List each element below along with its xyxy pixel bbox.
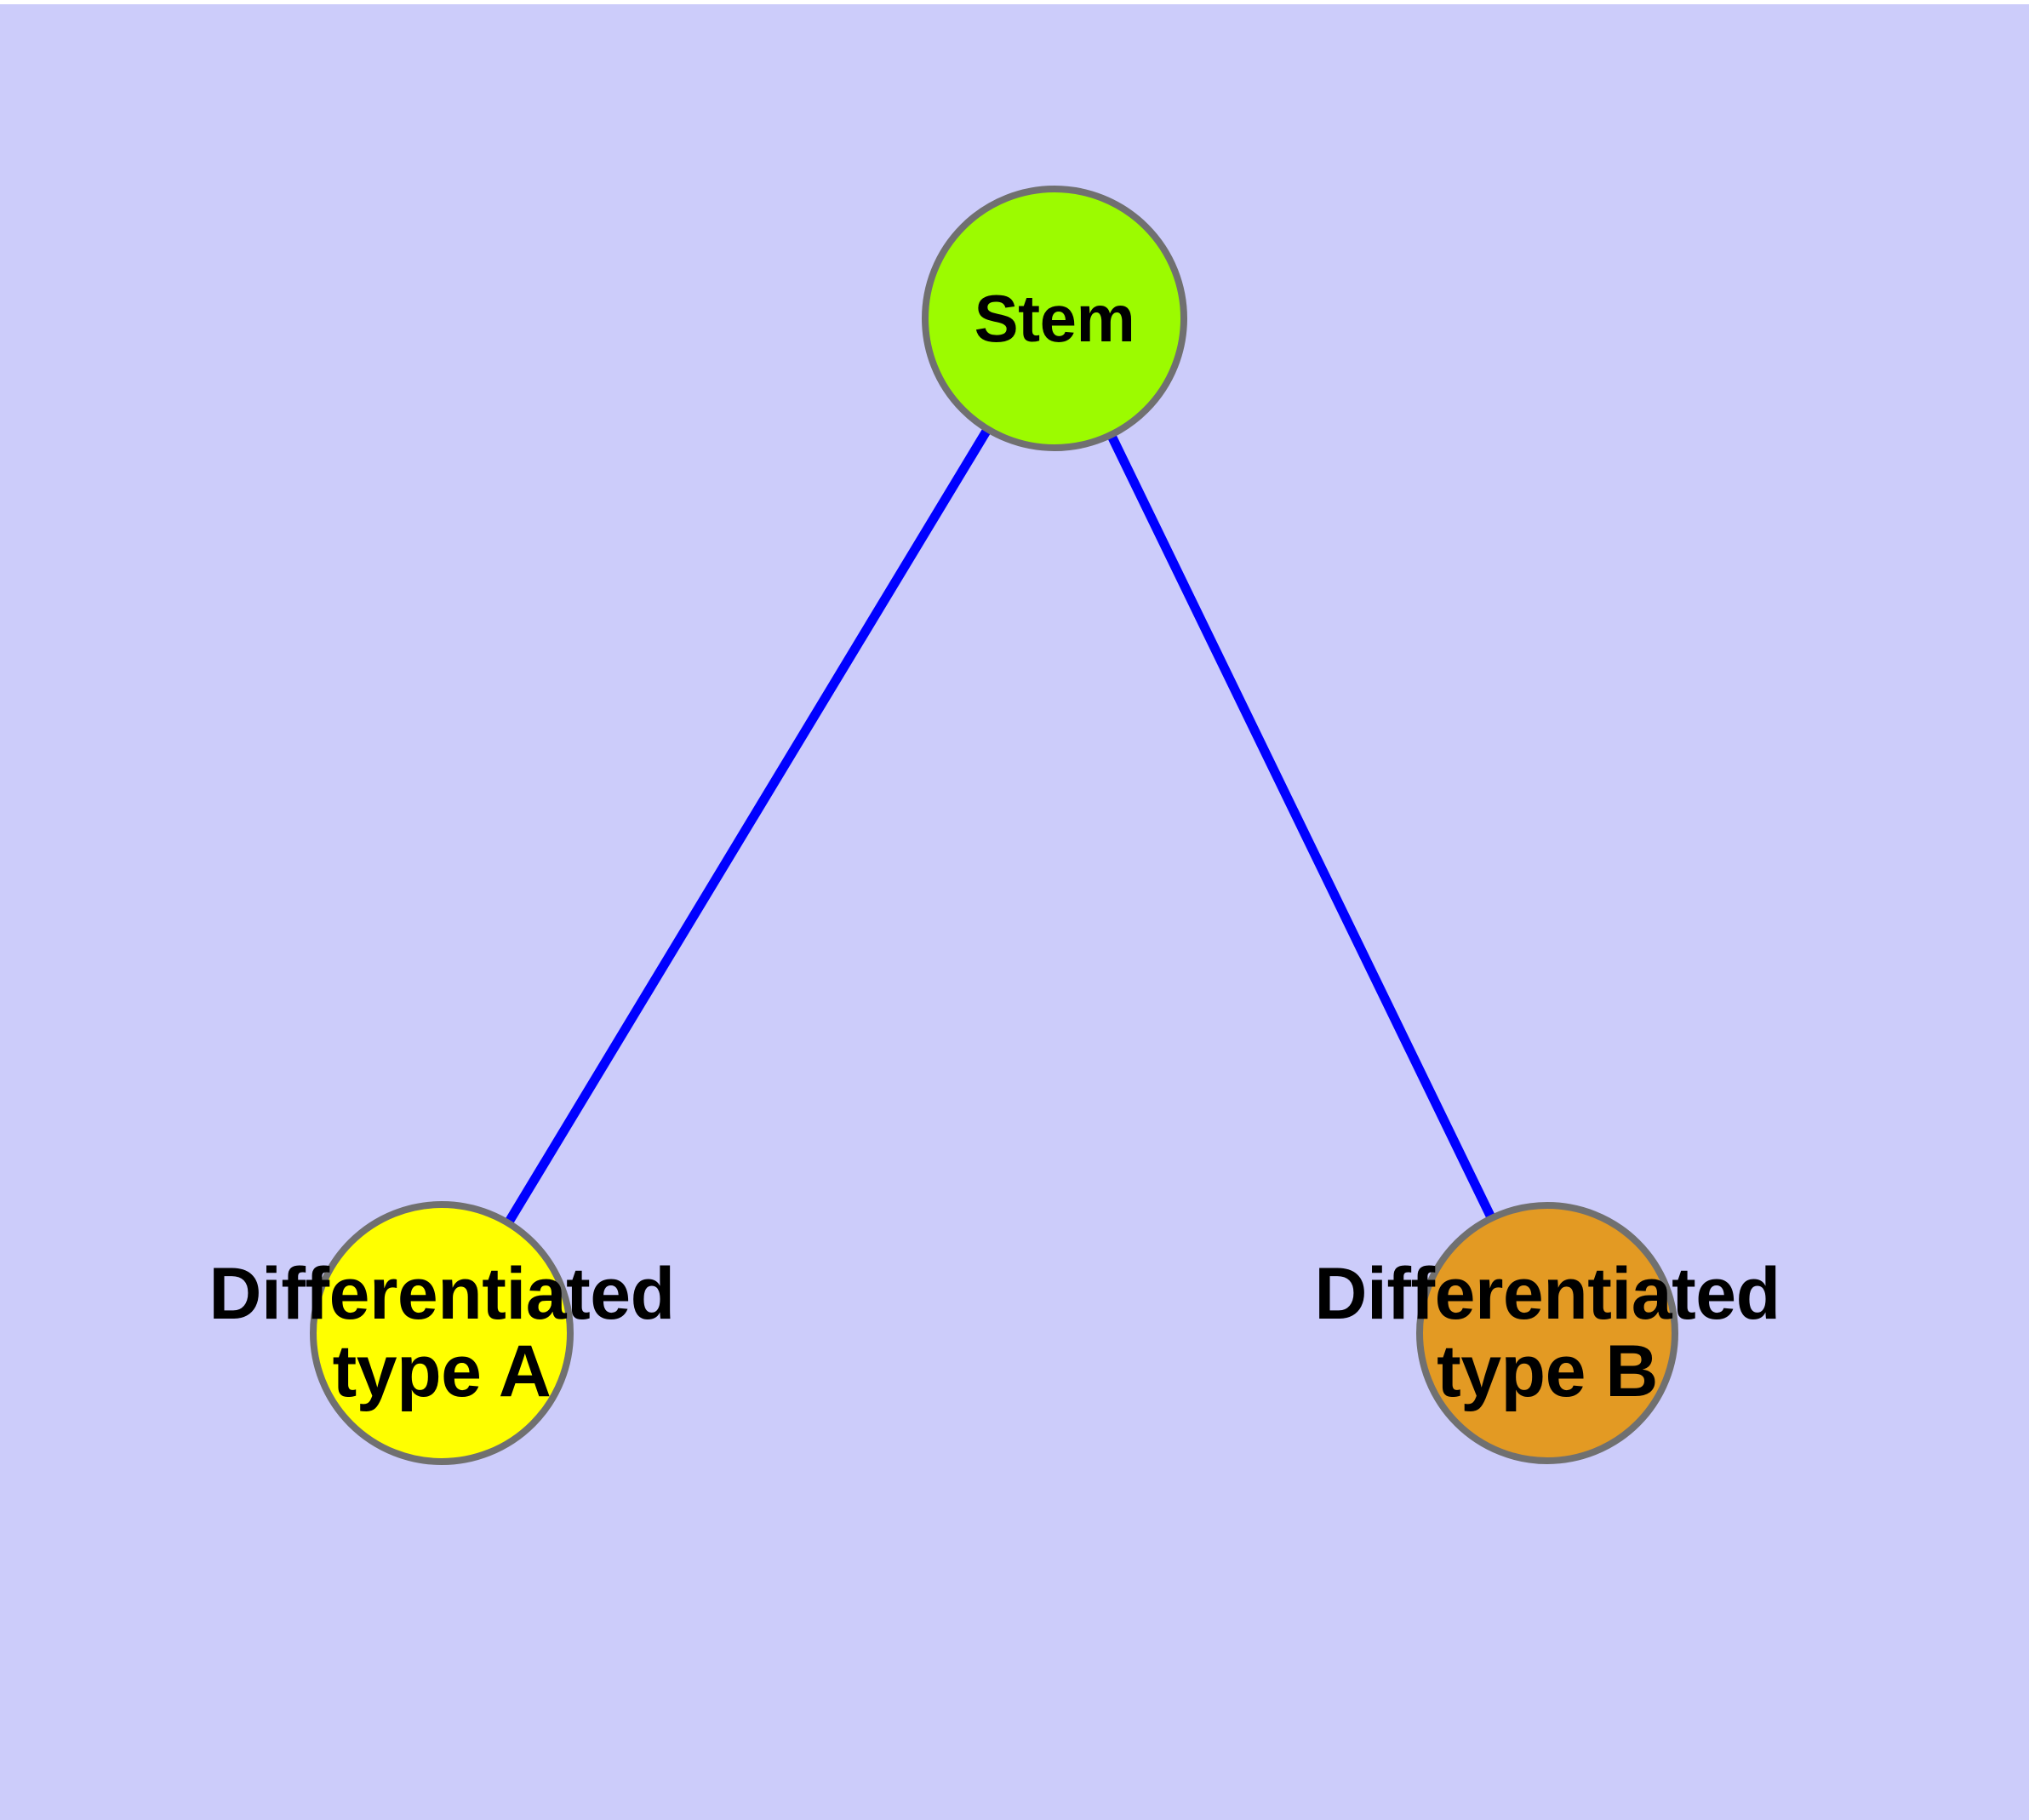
node-layer — [310, 186, 1678, 1465]
edge-layer — [437, 316, 1552, 1336]
graph-node-stem[interactable] — [922, 186, 1187, 451]
graph-node-diff_b[interactable] — [1416, 1202, 1678, 1464]
edge-stem-diff-b[interactable] — [1050, 316, 1552, 1336]
edge-stem-diff-a[interactable] — [437, 316, 1059, 1336]
graph-node-diff_a[interactable] — [310, 1201, 574, 1465]
